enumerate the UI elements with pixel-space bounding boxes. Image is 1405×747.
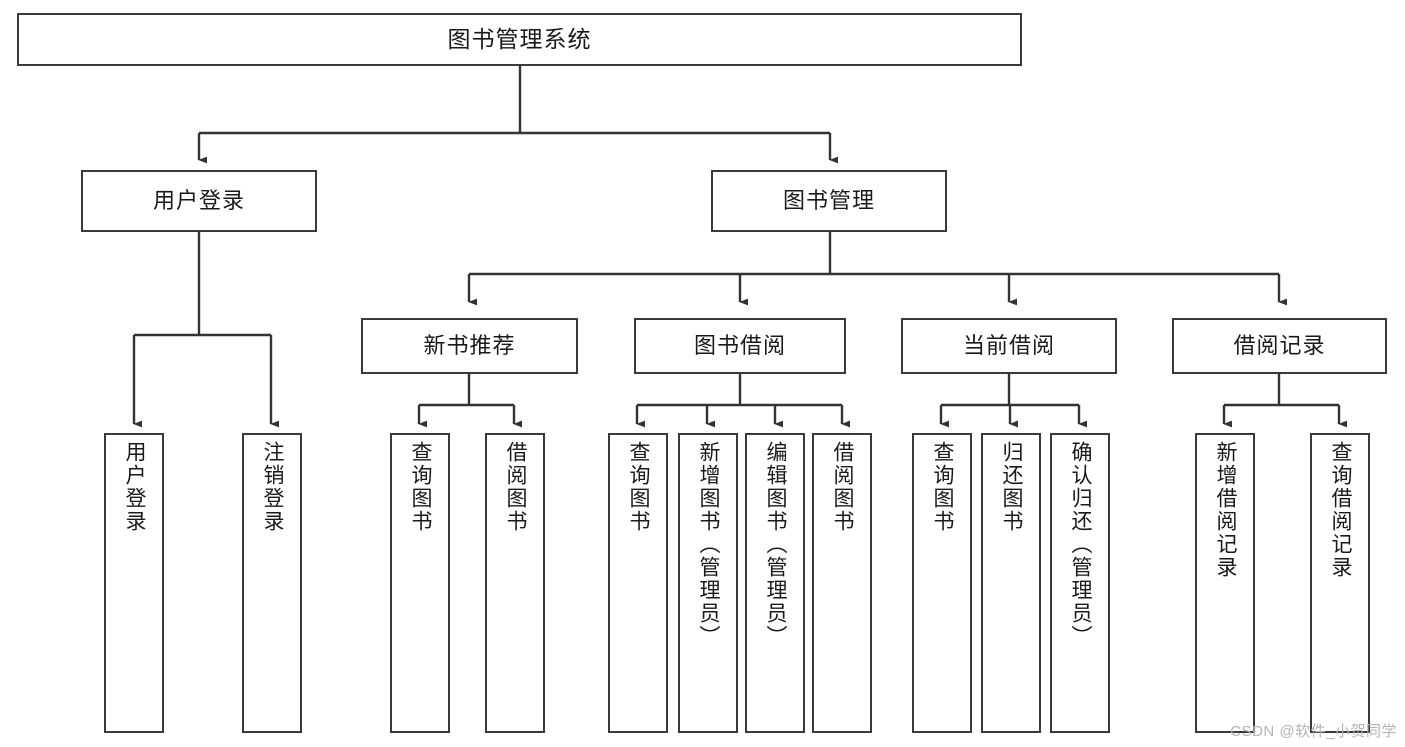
node-leaf-add-record[interactable]: 新增借阅记录 [1195,433,1255,733]
node-leaf-borrow-book-new[interactable]: 借阅图书 [485,433,545,733]
node-leaf-query-record[interactable]: 查询借阅记录 [1310,433,1370,733]
node-label: 当前借阅 [962,333,1055,359]
node-label: 新增借阅记录 [1214,441,1238,579]
node-book-manage[interactable]: 图书管理 [711,170,947,232]
node-book-borrow[interactable]: 图书借阅 [634,318,846,374]
node-leaf-user-login[interactable]: 用户登录 [104,433,164,733]
node-leaf-edit-book[interactable]: 编辑图书（管理员） [745,433,805,733]
node-label: 借阅图书 [504,441,528,533]
node-label: 归还图书 [1000,441,1024,533]
node-label: 用户登录 [123,441,147,533]
node-label: 确认归还（管理员） [1069,441,1093,648]
node-label: 图书借阅 [693,333,786,359]
node-leaf-return-book[interactable]: 归还图书 [981,433,1041,733]
node-new-book-rec[interactable]: 新书推荐 [361,318,578,374]
watermark-text: CSDN @软件_小贺同学 [1230,723,1397,740]
node-leaf-query-book-new[interactable]: 查询图书 [390,433,450,733]
node-label: 查询图书 [409,441,433,533]
node-current-borrow[interactable]: 当前借阅 [901,318,1117,374]
node-leaf-query-book-current[interactable]: 查询图书 [912,433,972,733]
node-label: 编辑图书（管理员） [764,441,788,648]
node-root-system[interactable]: 图书管理系统 [17,13,1022,66]
node-label: 查询图书 [931,441,955,533]
node-leaf-borrow-book[interactable]: 借阅图书 [812,433,872,733]
node-label: 注销登录 [261,441,285,533]
node-label: 查询图书 [627,441,651,533]
node-label: 查询借阅记录 [1329,441,1353,579]
node-leaf-query-book-borrow[interactable]: 查询图书 [608,433,668,733]
node-borrow-record[interactable]: 借阅记录 [1172,318,1387,374]
node-leaf-confirm-return[interactable]: 确认归还（管理员） [1050,433,1110,733]
node-label: 新增图书（管理员） [697,441,721,648]
node-leaf-add-book[interactable]: 新增图书（管理员） [678,433,738,733]
node-label: 借阅图书 [831,441,855,533]
node-label: 新书推荐 [423,333,516,359]
node-label: 图书管理 [782,188,875,214]
node-label: 借阅记录 [1233,333,1326,359]
node-user-login[interactable]: 用户登录 [81,170,317,232]
node-label: 图书管理系统 [447,25,592,52]
node-label: 用户登录 [152,188,245,214]
node-leaf-logout-login[interactable]: 注销登录 [242,433,302,733]
